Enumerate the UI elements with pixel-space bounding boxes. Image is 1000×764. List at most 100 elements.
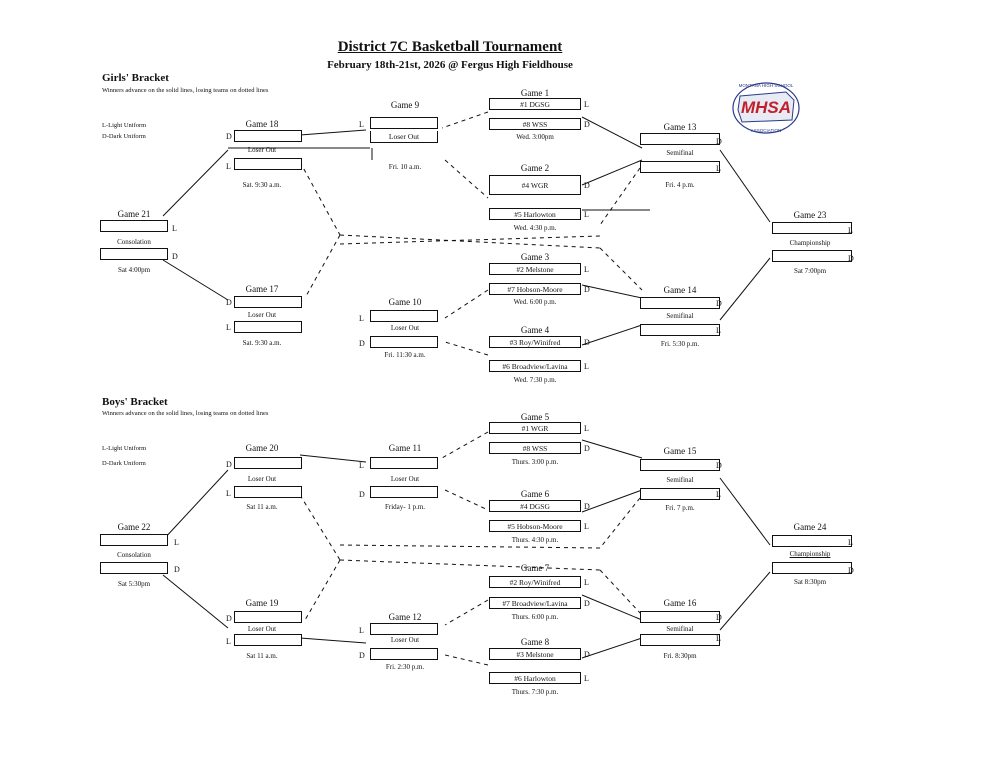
game-18-bottom-slot: [234, 158, 302, 170]
game-12-time: Fri. 2:30 p.m.: [385, 663, 425, 671]
game-17-bottom-slot: [234, 321, 302, 333]
game-6-team-bottom: #5 Hobson-Moore: [489, 520, 581, 532]
game-17-sub: Loser Out: [247, 311, 277, 319]
boys-legend-light: L-Light Uniform: [102, 445, 147, 452]
game-12-label: Game 12: [388, 612, 422, 622]
game-23-top-uniform: L: [848, 226, 853, 235]
game-23-label: Game 23: [793, 210, 827, 220]
game-16-bottom-slot: [640, 634, 720, 646]
girls-legend-light: L-Light Uniform: [102, 122, 147, 129]
game-16-top-slot: [640, 611, 720, 623]
game-1-team-top: #1 DGSG: [489, 98, 581, 110]
game-20-top-slot: [234, 457, 302, 469]
game-5-team-bottom: #8 WSS: [489, 442, 581, 454]
game-23-bottom-uniform: D: [848, 254, 854, 263]
game-8-time: Thurs. 7:30 p.m.: [511, 688, 559, 696]
game-10-label: Game 10: [388, 297, 422, 307]
game-9-time: Fri. 10 a.m.: [388, 163, 422, 171]
game-14-top-uniform: D: [716, 299, 722, 308]
game-10-top-slot: [370, 310, 438, 322]
game-17-time: Sat. 9:30 a.m.: [242, 339, 282, 347]
game-6-top-uniform: D: [584, 502, 590, 511]
boys-bracket-heading: Boys' Bracket: [102, 396, 168, 408]
game-16-label: Game 16: [663, 598, 697, 608]
game-5-team-top: #1 WGR: [489, 422, 581, 434]
game-15-sub: Semifinal: [666, 476, 694, 484]
game-15-top-slot: [640, 459, 720, 471]
game-4-bottom-uniform: L: [584, 362, 589, 371]
svg-text:MHSA: MHSA: [741, 98, 791, 117]
game-12-top-slot: [370, 623, 438, 635]
girls-bracket-heading: Girls' Bracket: [102, 72, 169, 84]
game-5-bottom-uniform: D: [584, 444, 590, 453]
game-5-label: Game 5: [520, 412, 550, 422]
game-2-time: Wed. 4:30 p.m.: [513, 224, 557, 232]
game-3-bottom-uniform: D: [584, 285, 590, 294]
game-13-top-uniform: D: [716, 137, 722, 146]
game-20-sub: Loser Out: [247, 475, 277, 483]
game-9-sub: Loser Out: [370, 131, 438, 143]
game-19-label: Game 19: [245, 598, 279, 608]
game-7-time: Thurs. 6:00 p.m.: [511, 613, 559, 621]
game-24-top-uniform: L: [848, 538, 853, 547]
girls-bracket-note: Winners advance on the solid lines, losi…: [102, 87, 269, 94]
game-7-team-top: #2 Roy/Winifred: [489, 576, 581, 588]
game-24-label: Game 24: [793, 522, 827, 532]
game-13-time: Fri. 4 p.m.: [665, 181, 695, 189]
game-24-sub: Championship: [789, 550, 831, 558]
game-3-top-uniform: L: [584, 265, 589, 274]
game-2-team: #4 WGR: [489, 175, 581, 195]
game-10-sub: Loser Out: [390, 324, 420, 332]
game-13-label: Game 13: [663, 122, 697, 132]
game-21-top-uniform: L: [172, 224, 177, 233]
game-20-time: Sat 11 a.m.: [246, 503, 278, 511]
game-10-time: Fri. 11:30 a.m.: [384, 351, 426, 359]
game-4-team-top: #3 Roy/Winifred: [489, 336, 581, 348]
game-8-team-top: #3 Melstone: [489, 648, 581, 660]
game-12-bottom-uniform: D: [359, 651, 365, 660]
game-11-label: Game 11: [388, 443, 422, 453]
game-23-time: Sat 7:00pm: [793, 267, 827, 275]
game-6-team-top: #4 DGSG: [489, 500, 581, 512]
game-1-top-uniform: L: [584, 100, 589, 109]
game-4-top-uniform: D: [584, 338, 590, 347]
game-14-bottom-uniform: L: [716, 326, 721, 335]
game-21-bottom-slot: [100, 248, 168, 260]
game-12-top-uniform: L: [359, 626, 364, 635]
game-11-bottom-slot: [370, 486, 438, 498]
game-21-label: Game 21: [117, 209, 151, 219]
game-5-time: Thurs. 3:00 p.m.: [511, 458, 559, 466]
game-1-bottom-uniform: D: [584, 120, 590, 129]
game-9-top-uniform: L: [359, 120, 364, 129]
game-10-bottom-uniform: D: [359, 339, 365, 348]
game-7-bottom-uniform: D: [584, 599, 590, 608]
game-13-top-slot: [640, 133, 720, 145]
game-19-bottom-slot: [234, 634, 302, 646]
game-4-time: Wed. 7:30 p.m.: [513, 376, 557, 384]
game-20-label: Game 20: [245, 443, 279, 453]
boys-bracket-note: Winners advance on the solid lines, losi…: [102, 410, 269, 417]
game-12-sub: Loser Out: [390, 636, 420, 644]
game-13-sub: Semifinal: [666, 149, 694, 157]
game-18-top-slot: [234, 130, 302, 142]
game-17-label: Game 17: [245, 284, 279, 294]
game-3-time: Wed. 6:00 p.m.: [513, 298, 557, 306]
game-18-label: Game 18: [245, 119, 279, 129]
game-13-bottom-slot: [640, 161, 720, 173]
game-18-time: Sat. 9:30 a.m.: [242, 181, 282, 189]
game-16-time: Fri. 8:30pm: [663, 652, 697, 660]
tournament-title: District 7C Basketball Tournament: [337, 39, 563, 55]
game-20-bottom-slot: [234, 486, 302, 498]
game-8-bottom-uniform: L: [584, 674, 589, 683]
game-5-top-uniform: L: [584, 424, 589, 433]
game-14-label: Game 14: [663, 285, 697, 295]
game-14-bottom-slot: [640, 324, 720, 336]
game-24-bottom-uniform: D: [848, 566, 854, 575]
game-18-top-uniform: D: [226, 132, 232, 141]
game-11-time: Friday- 1 p.m.: [384, 503, 426, 511]
game-23-bottom-slot: [772, 250, 852, 262]
game-24-time: Sat 8:30pm: [793, 578, 827, 586]
game-18-bottom-uniform: L: [226, 162, 231, 171]
game-6-time: Thurs. 4:30 p.m.: [511, 536, 559, 544]
